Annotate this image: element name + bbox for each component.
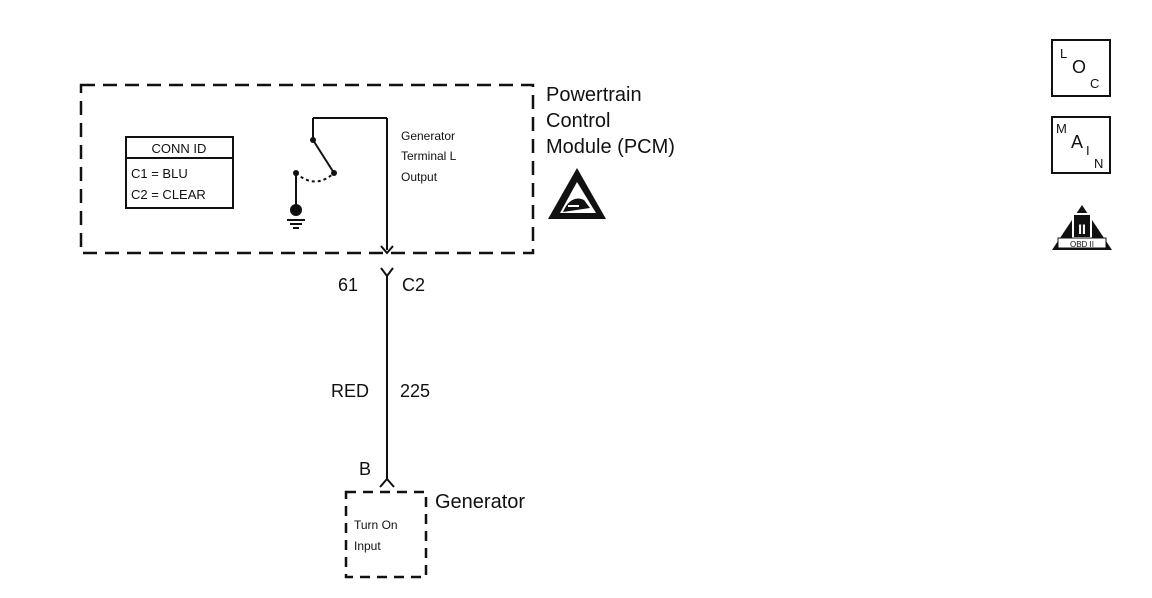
- output-switch: [295, 117, 388, 250]
- obd-ii-icon: II OBD II: [1052, 205, 1112, 250]
- generator-input-line1: Turn On: [354, 518, 398, 532]
- conn-id-title: CONN ID: [152, 141, 207, 156]
- output-label-line1: Generator: [401, 129, 455, 143]
- generator-enclosure: [344, 490, 428, 579]
- generator-input-line2: Input: [354, 539, 381, 553]
- switch-contact-right: [331, 170, 337, 176]
- connector-pin: 61: [338, 275, 358, 295]
- pcm-enclosure: [79, 83, 535, 255]
- output-label-line3: Output: [401, 170, 438, 184]
- conn-id-c1: C1 = BLU: [131, 166, 188, 181]
- generator-name: Generator: [435, 491, 525, 513]
- switch-contact-top: [310, 137, 316, 143]
- pcm-name-line1: Powertrain: [546, 84, 642, 106]
- conn-id-c2: C2 = CLEAR: [131, 187, 206, 202]
- svg-text:II: II: [1078, 221, 1086, 237]
- svg-text:C: C: [1090, 76, 1099, 91]
- svg-text:A: A: [1071, 132, 1083, 152]
- svg-text:L: L: [1060, 46, 1067, 61]
- ground-icon: [287, 204, 305, 229]
- connector-id: C2: [402, 275, 425, 295]
- wire-color: RED: [331, 381, 369, 401]
- wire-circuit: 225: [400, 381, 430, 401]
- svg-text:M: M: [1056, 121, 1067, 136]
- generator-terminal: B: [359, 459, 371, 479]
- loc-icon: L O C: [1051, 39, 1111, 97]
- generator-terminal-b: [379, 477, 395, 488]
- main-icon: M A I N: [1051, 116, 1111, 174]
- connector-c2: [380, 245, 394, 278]
- svg-text:OBD II: OBD II: [1070, 240, 1094, 249]
- output-label-line2: Terminal L: [401, 149, 457, 163]
- switch-contact-left: [293, 170, 299, 176]
- svg-text:I: I: [1086, 143, 1090, 158]
- conn-id-box: [125, 136, 234, 209]
- pcm-name-line2: Control: [546, 110, 610, 132]
- esd-warning-icon: [548, 168, 606, 219]
- svg-text:O: O: [1072, 57, 1086, 77]
- svg-text:N: N: [1094, 156, 1103, 171]
- pcm-name-line3: Module (PCM): [546, 136, 675, 158]
